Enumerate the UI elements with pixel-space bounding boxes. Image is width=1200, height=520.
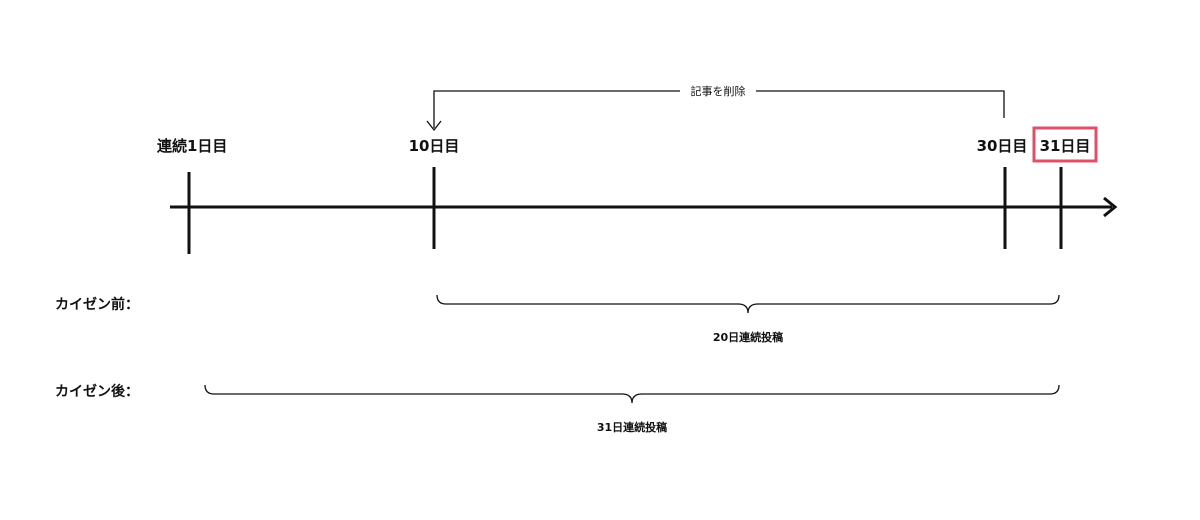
day30-label: 30日目 (977, 137, 1028, 155)
before-span-brace (436, 294, 1060, 314)
delete-note-label: 記事を削除 (691, 84, 746, 98)
day31-label: 31日目 (1040, 137, 1091, 155)
after-row-label: カイゼン後： (55, 383, 139, 400)
after-span-label: 31日連続投稿 (597, 420, 667, 434)
before-span-label: 20日連続投稿 (713, 330, 783, 344)
day31-highlight-box (1032, 126, 1098, 163)
delete-loop-arrowhead-icon (426, 120, 442, 132)
before-row-label: カイゼン前： (55, 296, 139, 313)
after-span-brace (204, 384, 1060, 404)
day10-label: 10日目 (409, 137, 460, 155)
day1-label: 連続1日目 (157, 137, 227, 155)
timeline-arrowhead-icon (1103, 196, 1118, 218)
delete-note-mask (680, 82, 756, 100)
